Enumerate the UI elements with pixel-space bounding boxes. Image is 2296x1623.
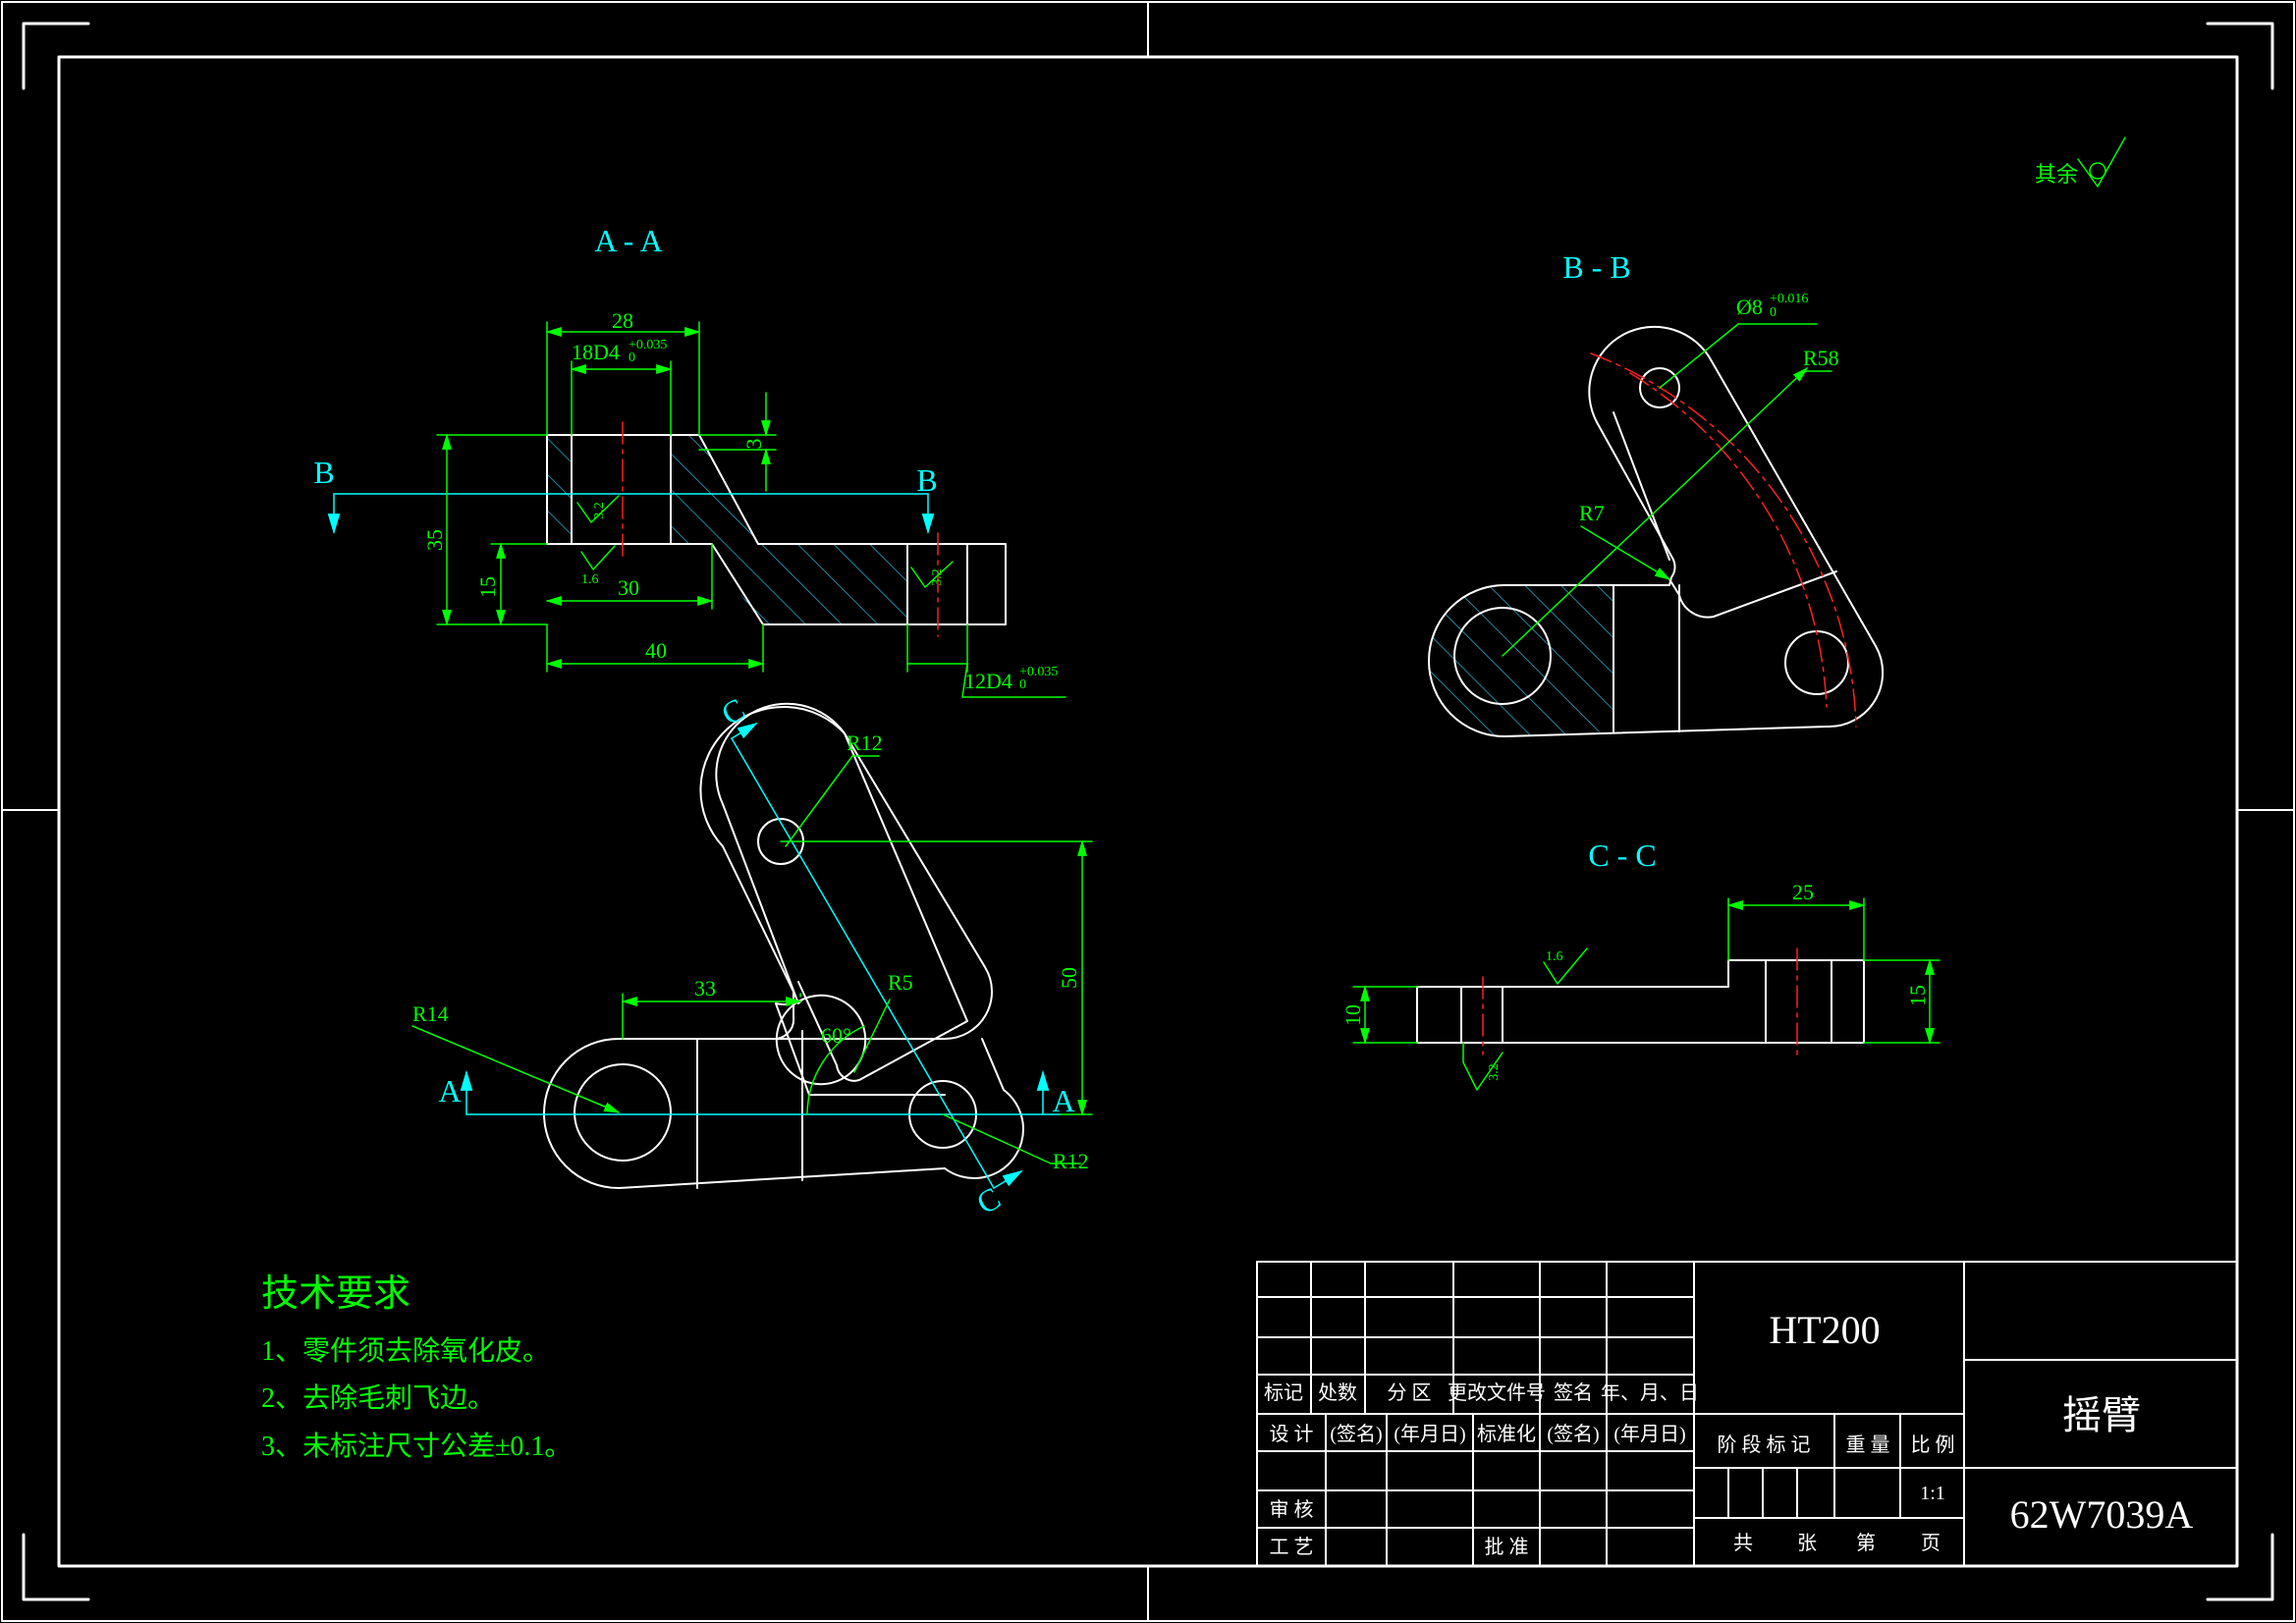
aa-dim-18d4-tol-up: +0.035 [629, 338, 667, 352]
aa-dim-28: 28 [612, 308, 633, 333]
bb-dim-hole-tol-up: +0.016 [1770, 292, 1808, 306]
aa-hatch-boss [671, 435, 907, 624]
cc-dim-15: 15 [1905, 985, 1930, 1006]
tb-header-count: 处数 [1318, 1381, 1357, 1404]
aa-hatch-left [547, 435, 572, 544]
tb-scale: 1:1 [1920, 1483, 1945, 1504]
bb-dim-hole: Ø8 [1736, 295, 1763, 319]
tb-header-zone: 分 区 [1388, 1381, 1432, 1404]
aa-dim-18d4-tol-low: 0 [629, 351, 635, 365]
bb-dim-hole-tol-low: 0 [1770, 305, 1777, 320]
aa-outline [546, 434, 1007, 625]
tech-requirement-item: 3、未标注尺寸公差±0.1。 [261, 1431, 572, 1462]
tb-header-date: 年、月、日 [1601, 1381, 1699, 1404]
tb-sheets: 张 [1797, 1532, 1817, 1554]
tb-row-process: 工 艺 [1270, 1536, 1314, 1558]
tech-requirement-item: 1、零件须去除氧化皮。 [261, 1335, 550, 1367]
view-aa: A - A B B 28 18D4 +0.035 0 3 [313, 223, 1066, 698]
plan-outline [618, 702, 993, 1096]
roughness-general: 其余 [2035, 136, 2126, 188]
aa-dim-40: 40 [645, 638, 667, 663]
bb-hatch [1429, 585, 1613, 736]
tb-ratio: 比 例 [1911, 1434, 1955, 1456]
aa-dim-35: 35 [422, 529, 447, 551]
tech-requirements-title: 技术要求 [261, 1273, 410, 1315]
tb-header-mark: 标记 [1264, 1381, 1303, 1404]
plan-dim-33: 33 [694, 976, 716, 1001]
cut-mark-b-right: B [916, 462, 937, 498]
aa-roughness-1: 3.2 [592, 502, 607, 519]
tb-page: 页 [1921, 1533, 1941, 1554]
aa-dim-30: 30 [618, 575, 639, 600]
tb-header-signature: 签名 [1554, 1381, 1593, 1404]
tb-stage-mark: 阶 段 标 记 [1718, 1434, 1811, 1456]
tb-sign-placeholder: (签名) [1547, 1423, 1599, 1445]
tech-requirements: 技术要求 1、零件须去除氧化皮。 2、去除毛刺飞边。 3、未标注尺寸公差±0.1… [261, 1273, 572, 1462]
tb-drawing-number: 62W7039A [2010, 1492, 2194, 1537]
tb-date-placeholder: (年月日) [1394, 1423, 1465, 1445]
view-cc-title: C - C [1588, 838, 1656, 873]
tb-sign-placeholder: (签名) [1330, 1423, 1382, 1445]
bb-outline [1428, 325, 1885, 737]
cc-dim-25: 25 [1792, 880, 1814, 904]
tb-row-design: 设 计 [1270, 1423, 1314, 1445]
plan-dim-r14: R14 [412, 1001, 449, 1026]
tb-part-name: 摇臂 [2062, 1393, 2141, 1437]
bb-dim-r58: R58 [1803, 346, 1839, 370]
view-bb: B - B Ø8 +0.016 0 R58 R7 [1428, 249, 1885, 737]
tb-number: 第 [1856, 1532, 1876, 1554]
view-aa-title: A - A [594, 223, 662, 258]
tech-requirement-item: 2、去除毛刺飞边。 [261, 1382, 495, 1414]
aa-roughness-3: 3.2 [930, 568, 945, 586]
cut-mark-b-left: B [313, 455, 334, 490]
title-block: 标记 处数 分 区 更改文件号 签名 年、月、日 设 计 (签名) (年月日) … [1256, 1261, 2238, 1567]
view-cc: C - C 25 10 15 1.6 3.2 [1340, 838, 1941, 1091]
bb-dim-r7: R7 [1579, 501, 1605, 525]
tb-total: 共 [1733, 1532, 1753, 1554]
plan-dim-angle: 60° [821, 1023, 851, 1048]
roughness-general-label: 其余 [2035, 162, 2078, 187]
tb-header-change-doc: 更改文件号 [1448, 1381, 1546, 1404]
view-bb-title: B - B [1562, 249, 1630, 285]
tb-material: HT200 [1769, 1308, 1880, 1352]
aa-dim-3: 3 [741, 439, 766, 450]
cut-mark-a-left: A [438, 1073, 461, 1109]
aa-dim-12d4: 12D4 [964, 669, 1012, 693]
tb-row-standardize: 标准化 [1477, 1423, 1536, 1445]
cc-roughness-2: 3.2 [1487, 1063, 1502, 1081]
cut-mark-c-bottom: C [970, 1180, 1006, 1221]
cut-mark-a-right: A [1052, 1083, 1074, 1118]
view-plan: A A C C R12 R5 60° 33 50 R14 R12 [411, 691, 1093, 1221]
tb-row-approve: 批 准 [1485, 1536, 1529, 1558]
aa-dim-18d4: 18D4 [572, 340, 620, 364]
aa-dim-12d4-tol-up: +0.035 [1019, 665, 1058, 679]
aa-dim-15: 15 [475, 576, 500, 598]
tb-date-placeholder: (年月日) [1613, 1423, 1685, 1445]
cc-roughness-1: 1.6 [1546, 949, 1563, 964]
cut-mark-c-top: C [715, 691, 750, 732]
tb-weight: 重 量 [1846, 1434, 1890, 1456]
plan-dim-50: 50 [1057, 967, 1081, 989]
aa-dim-12d4-tol-low: 0 [1019, 677, 1026, 692]
cc-dim-10: 10 [1340, 1004, 1365, 1026]
plan-dim-r12-top: R12 [847, 730, 883, 755]
tb-row-review: 审 核 [1270, 1498, 1314, 1521]
plan-dim-r5: R5 [888, 970, 913, 995]
aa-roughness-2: 1.6 [581, 572, 599, 587]
plan-dim-r12-bottom: R12 [1053, 1149, 1089, 1173]
